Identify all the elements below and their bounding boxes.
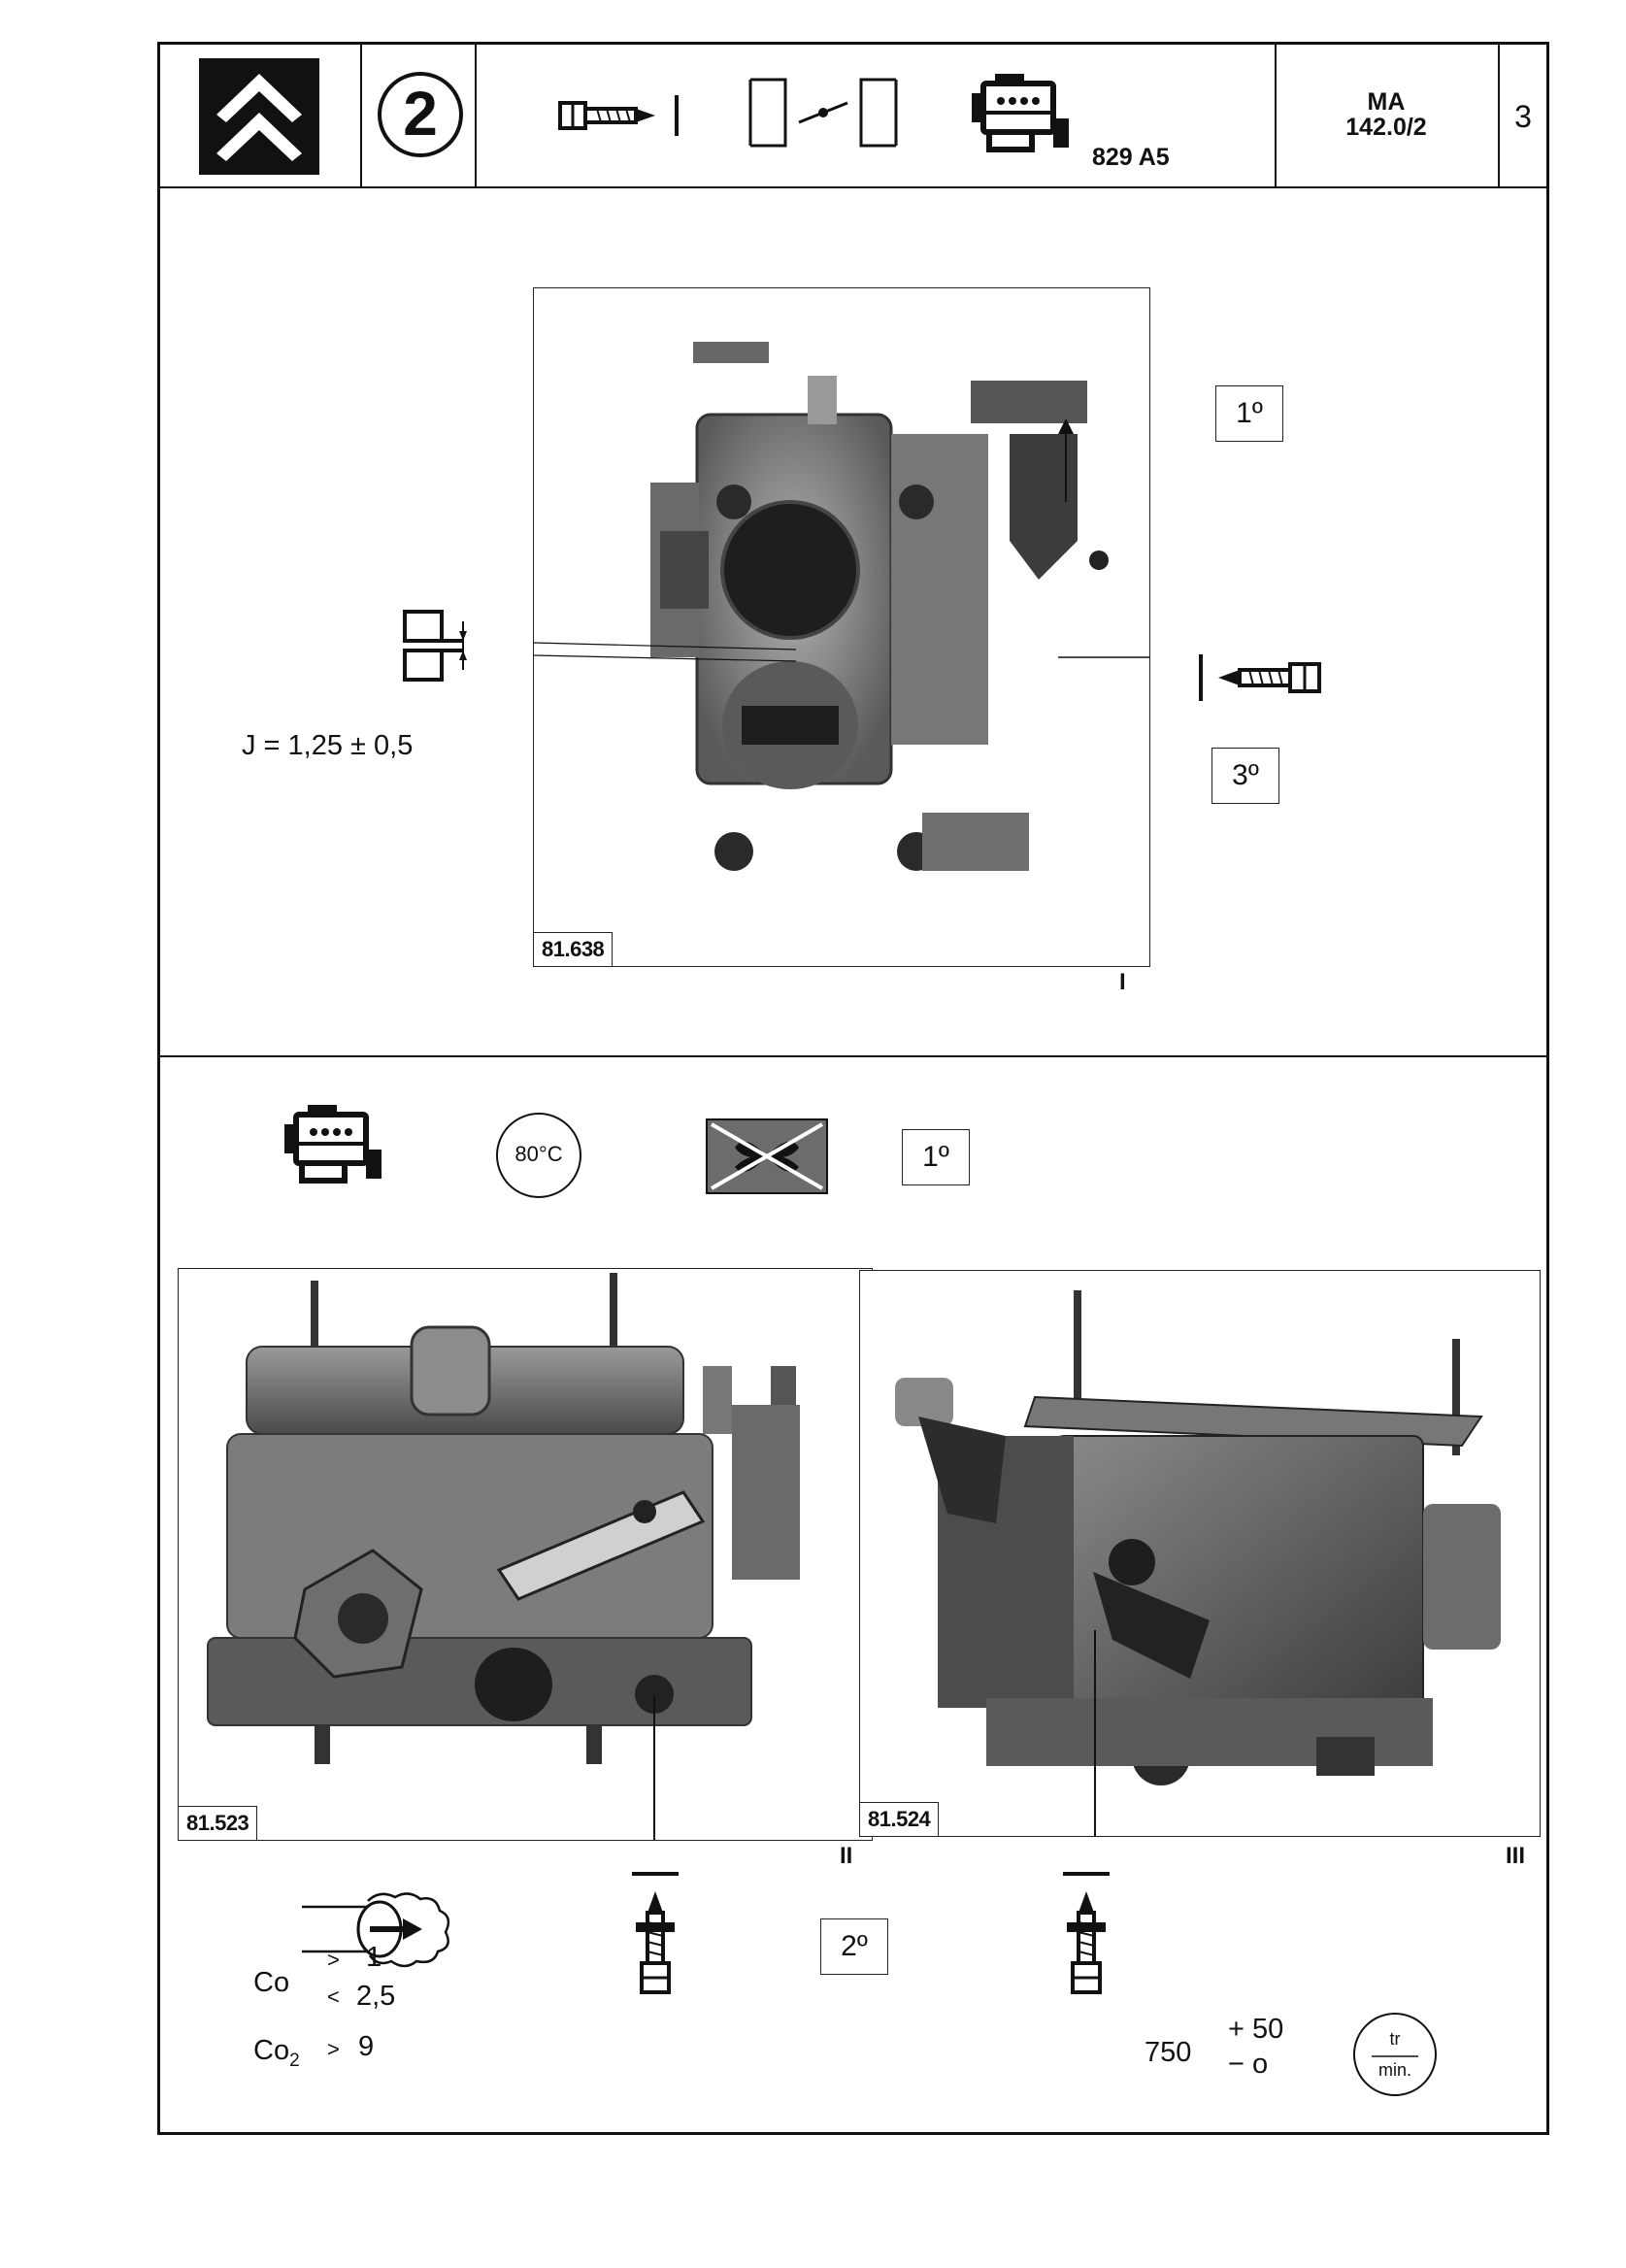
figure-label: I	[1119, 969, 1126, 995]
co-greater-sign: >	[327, 1948, 340, 1972]
section-divider	[160, 1055, 1546, 1057]
photo-81-638: 81.638	[533, 287, 1150, 967]
co2-greater-sign: >	[327, 2037, 340, 2061]
engine-icon	[968, 72, 1077, 159]
step-badge: 2º	[820, 1918, 888, 1975]
co-label: Co	[253, 1967, 290, 1998]
temperature-badge: 80°C	[494, 1111, 583, 1200]
rpm-unit-bottom: min.	[1377, 2060, 1411, 2080]
manual-reference: 142.0/2	[1345, 114, 1427, 141]
co-max-value: 2,5	[356, 1981, 396, 2012]
photo-81-523: 81.523	[178, 1268, 873, 1841]
engine-icon	[281, 1103, 389, 1190]
adjusting-screw-icon	[1059, 1870, 1113, 1998]
manual-code: MA	[1367, 88, 1406, 116]
section-number: 2	[403, 79, 438, 149]
co-min-value: 1	[366, 1942, 382, 1973]
temperature-value: 80°C	[514, 1142, 563, 1166]
step-badge: 3º	[1211, 748, 1279, 804]
figure-label: II	[840, 1843, 853, 1869]
clearance-formula: J = 1,25 ± 0,5	[242, 730, 414, 761]
header-separator	[1498, 45, 1500, 186]
rpm-unit-top: tr	[1389, 2029, 1401, 2049]
clearance-gauge-icon	[403, 608, 535, 685]
photo-81-524: 81.524	[859, 1270, 1541, 1837]
rpm-unit-badge: tr min.	[1352, 2012, 1438, 2097]
cooling-fan-crossed-icon	[706, 1118, 828, 1194]
step-badge: 1º	[902, 1129, 970, 1185]
step-badge: 1º	[1215, 385, 1283, 442]
header-divider	[160, 186, 1546, 188]
section-number-badge: 2	[376, 64, 465, 161]
throttle-butterfly-icon	[747, 74, 900, 151]
idle-speed-tolerance-minus: − o	[1228, 2049, 1269, 2080]
engine-code: 829 A5	[1092, 144, 1170, 171]
photo-reference: 81.523	[179, 1806, 258, 1840]
co2-value: 9	[358, 2031, 375, 2062]
idle-speed-value: 750	[1145, 2037, 1192, 2068]
header-separator	[360, 45, 362, 186]
idle-speed-tolerance-plus: + 50	[1228, 2014, 1284, 2045]
co2-label: Co2	[253, 2035, 300, 2072]
co2-label-text: Co	[253, 2035, 290, 2066]
co2-subscript: 2	[289, 2050, 300, 2071]
page-number: 3	[1514, 99, 1532, 134]
header-separator	[475, 45, 477, 186]
service-sheet: 2	[157, 42, 1549, 2135]
figure-label: III	[1506, 1843, 1526, 1869]
adjusting-screw-icon	[628, 1870, 682, 1998]
adjusting-screw-icon	[558, 91, 680, 140]
exhaust-gas-icon	[300, 1887, 455, 1971]
co-less-sign: <	[327, 1984, 340, 2009]
header-separator	[1275, 45, 1277, 186]
photo-reference: 81.638	[534, 932, 614, 966]
citroen-logo	[199, 58, 319, 175]
photo-reference: 81.524	[860, 1802, 940, 1836]
adjusting-screw-icon	[1197, 650, 1325, 705]
